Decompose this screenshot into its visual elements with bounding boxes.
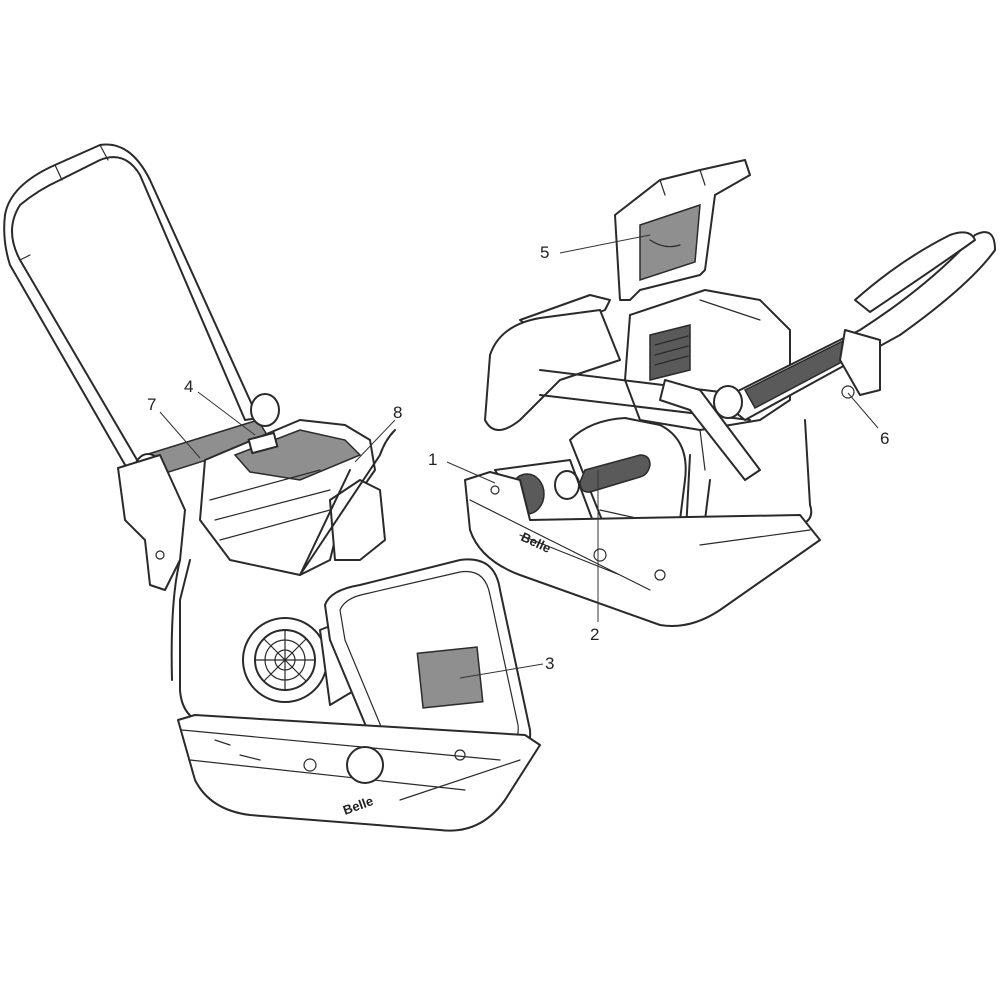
right-compactor: Belle bbox=[464, 159, 996, 627]
callout-4: 4 bbox=[184, 377, 256, 436]
belt-guard-decal bbox=[416, 646, 484, 709]
callout-2: 2 bbox=[590, 470, 599, 644]
left-compactor: Belle bbox=[3, 143, 541, 832]
callout-label: 7 bbox=[147, 395, 156, 414]
callout-6: 6 bbox=[847, 392, 889, 448]
engine-top-decal bbox=[233, 429, 362, 481]
callout-label: 3 bbox=[545, 654, 554, 673]
callout-3: 3 bbox=[459, 654, 554, 679]
callout-7: 7 bbox=[147, 395, 201, 459]
lid-decal bbox=[639, 203, 701, 282]
callout-8: 8 bbox=[354, 403, 402, 463]
callout-1: 1 bbox=[428, 450, 496, 484]
right-base-plate bbox=[464, 471, 821, 627]
left-handle-bar bbox=[3, 143, 259, 471]
callout-5: 5 bbox=[540, 234, 651, 262]
callout-label: 1 bbox=[428, 450, 437, 469]
callout-label: 8 bbox=[393, 403, 402, 422]
callout-label: 6 bbox=[880, 429, 889, 448]
callout-label: 2 bbox=[590, 625, 599, 644]
callout-label: 4 bbox=[184, 377, 193, 396]
callout-label: 5 bbox=[540, 243, 549, 262]
